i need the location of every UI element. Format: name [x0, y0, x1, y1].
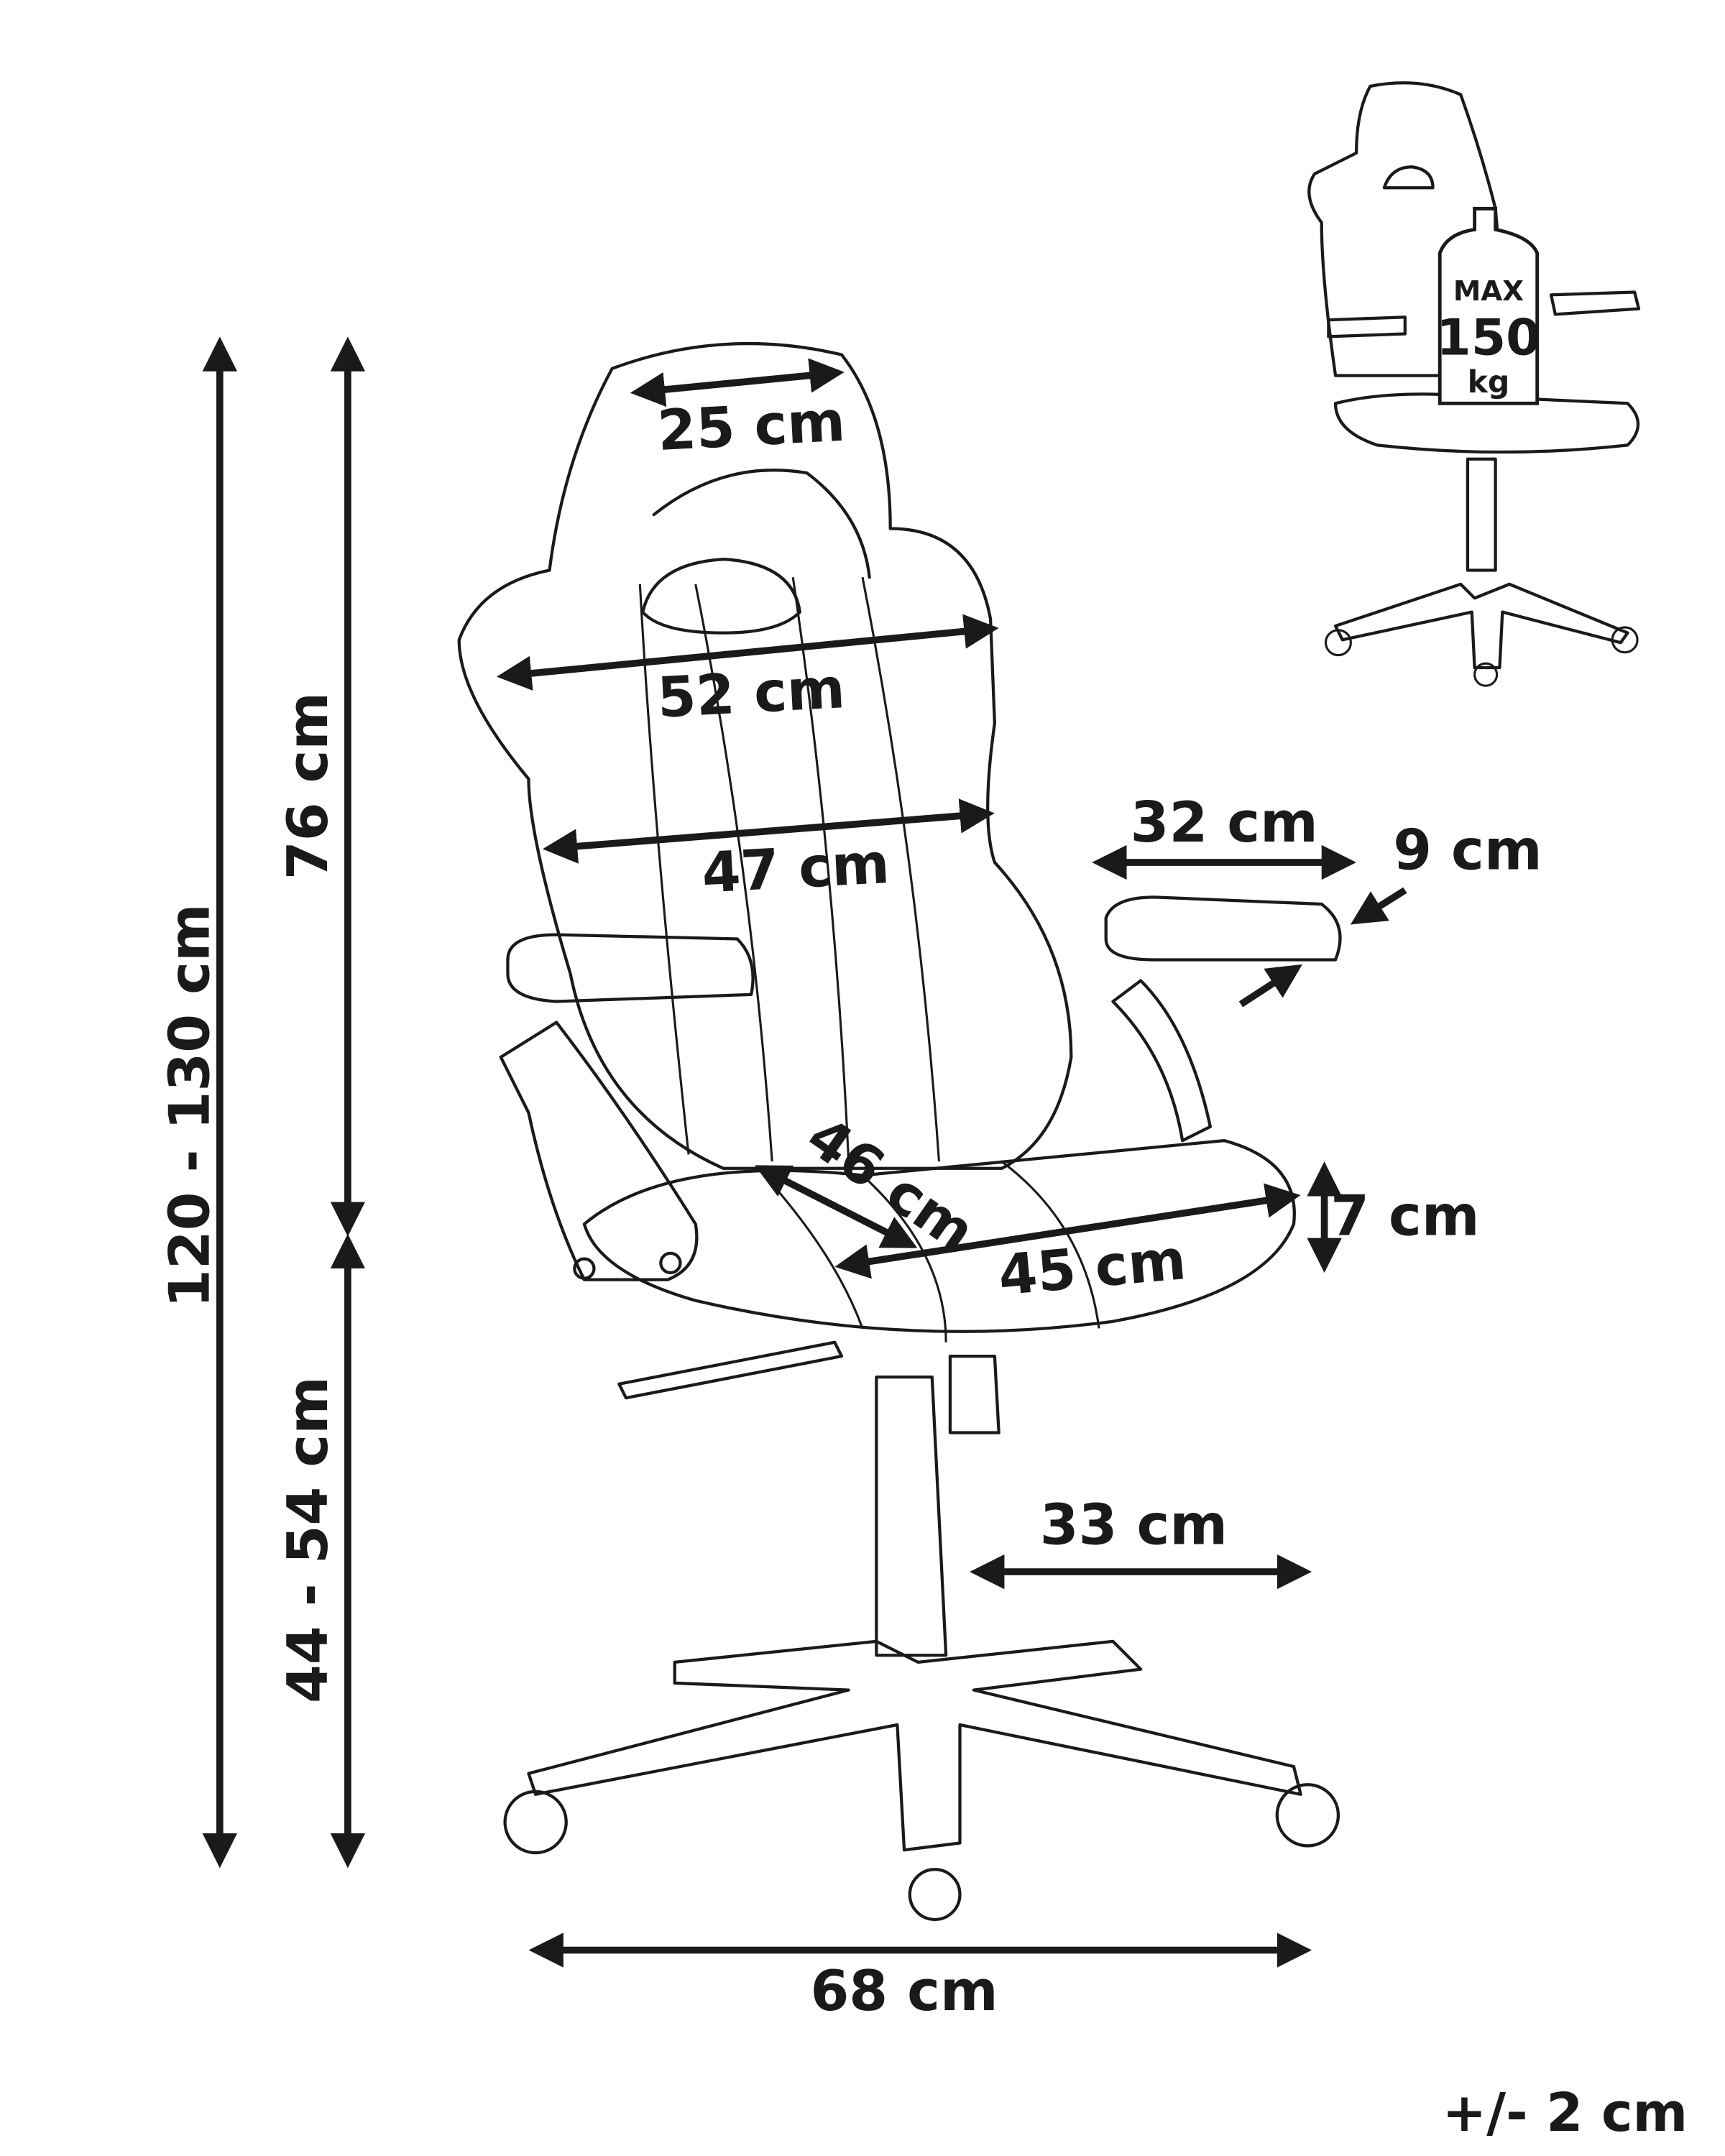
inset-head-hole [1382, 165, 1435, 190]
backrest-upper-arrow [497, 614, 999, 691]
backrest-lower-width-label: 47 cm [700, 831, 891, 906]
headrest-width-label: 25 cm [656, 390, 847, 464]
star-base [527, 1639, 1302, 1852]
arm-bolt [573, 1257, 596, 1280]
backrest-upper-width-label: 52 cm [656, 656, 847, 731]
gas-lift [875, 1354, 1000, 1657]
backrest-height-label: 76 cm [276, 692, 341, 880]
seat-width-arrow [834, 1183, 1301, 1279]
left-armrest [499, 933, 755, 1281]
dimension-labels: 25 cm 52 cm 47 cm 32 cm 9 cm 46 cm 45 cm… [157, 390, 1688, 2145]
inset-wheels [1324, 626, 1639, 687]
tolerance-label: +/- 2 cm [1443, 2083, 1688, 2144]
armrest-width-arrow [1350, 887, 1407, 925]
max-load-unit: kg [1468, 364, 1510, 400]
inset-chair-back [1307, 81, 1520, 377]
inset-seat [1333, 392, 1639, 454]
max-load-label: MAX [1453, 275, 1524, 308]
weight-icon [1438, 206, 1540, 405]
seat-height-label: 44 - 54 cm [276, 1376, 341, 1703]
inset-armrests [1327, 290, 1641, 338]
seat-depth-label: 46 cm [795, 1105, 986, 1266]
chair-head-panel [652, 469, 871, 579]
armrest-length-label: 32 cm [1131, 791, 1318, 855]
max-load-inset: MAX 150 kg [1307, 81, 1641, 687]
base-width-label: 68 cm [810, 1959, 998, 2024]
seat-thickness-label: 7 cm [1330, 1184, 1479, 1249]
dimension-arrows [202, 336, 1407, 1968]
chair-drawing [457, 341, 1342, 1922]
inset-base [1333, 457, 1629, 670]
right-armrest [1104, 895, 1342, 1143]
headrest-width-arrow [630, 358, 845, 407]
armrest-width-label: 9 cm [1393, 819, 1542, 883]
chair-head-hole [641, 557, 802, 635]
total-height-label: 120 - 130 cm [157, 903, 222, 1308]
max-load-value: 150 [1436, 309, 1540, 367]
chair-backrest-outline [457, 341, 1073, 1170]
backrest-lower-arrow [542, 798, 995, 864]
caster-wheels [503, 1783, 1340, 1922]
armrest-width-arrow [1238, 964, 1302, 1008]
arm-bolt [659, 1251, 682, 1275]
tilt-lever [617, 1340, 844, 1400]
base-radius-label: 33 cm [1040, 1493, 1228, 1557]
